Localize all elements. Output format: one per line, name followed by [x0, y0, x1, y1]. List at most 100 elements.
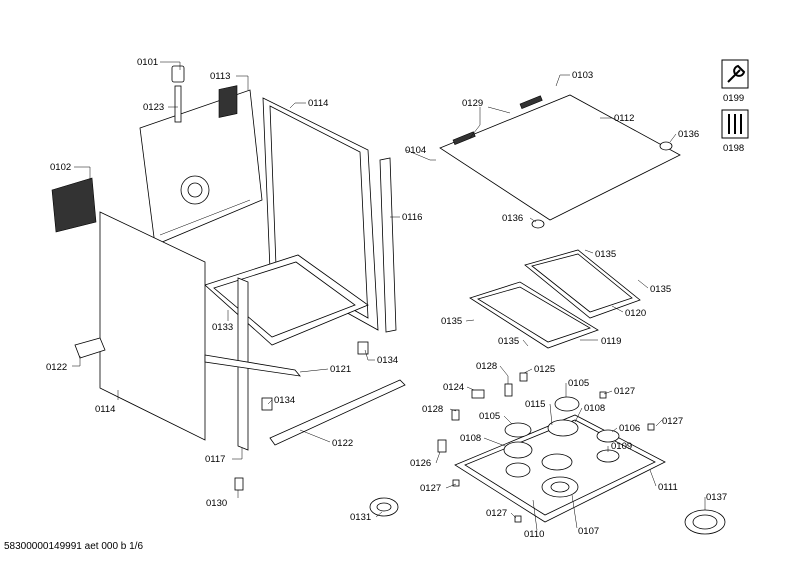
bracket-0124	[471, 389, 485, 399]
vent-0102	[51, 177, 97, 233]
bracket-0126	[437, 439, 447, 453]
clip-0127-d	[514, 515, 522, 523]
label-0135-b: 0135	[650, 284, 671, 295]
label-0123: 0123	[143, 102, 164, 113]
bracket-0128-b	[451, 409, 460, 421]
label-0105-a: 0105	[568, 378, 589, 389]
burner-0108-b	[503, 441, 533, 459]
burner-0115	[541, 453, 573, 471]
label-0128-a: 0128	[476, 361, 497, 372]
label-0129: 0129	[462, 98, 483, 109]
label-0135-c: 0135	[441, 316, 462, 327]
burner-0107-center	[550, 481, 570, 493]
label-0122-left: 0122	[46, 362, 67, 373]
clip-0134-b	[261, 397, 273, 411]
label-0127-c: 0127	[420, 483, 441, 494]
label-0127-d: 0127	[486, 508, 507, 519]
label-0124: 0124	[443, 382, 464, 393]
label-0136-b: 0136	[502, 213, 523, 224]
label-0121: 0121	[330, 364, 351, 375]
back-panel-window	[218, 85, 238, 118]
part-labels: 0101 0113 0123 0114 0102 0116 0133 0122 …	[46, 57, 744, 540]
gasket-0131-inner	[376, 502, 392, 512]
label-0130: 0130	[206, 498, 227, 509]
cap-0101	[171, 65, 185, 83]
label-0134-a: 0134	[377, 355, 398, 366]
label-0116: 0116	[402, 212, 422, 223]
leader-lines	[72, 61, 706, 531]
side-rail	[379, 157, 397, 333]
wrench-icon	[721, 59, 749, 89]
tools-icon	[721, 109, 749, 139]
label-0127-b: 0127	[662, 416, 683, 427]
burner-0105-b	[504, 422, 532, 438]
hob-group	[437, 94, 726, 535]
label-0105-b: 0105	[479, 411, 500, 422]
back-panel	[139, 89, 263, 246]
label-0136-a: 0136	[678, 129, 699, 140]
label-0102: 0102	[50, 162, 71, 173]
pan-support-0120-inner	[531, 253, 633, 313]
hinge-0129-a	[452, 131, 476, 146]
label-0112: 0112	[614, 113, 634, 124]
bottom-tray-inner	[213, 261, 356, 338]
label-0104: 0104	[405, 145, 426, 156]
clip-0127-b	[647, 423, 655, 431]
label-0122-right: 0122	[332, 438, 353, 449]
burner-0105-a	[554, 396, 580, 412]
label-0113: 0113	[210, 71, 230, 82]
pan-support-0119-inner	[477, 286, 591, 343]
burner-0110	[505, 462, 531, 478]
label-0110: 0110	[524, 529, 544, 540]
label-0127-a: 0127	[614, 386, 635, 397]
label-0109: 0109	[611, 441, 632, 452]
buffer-0136-b	[531, 219, 545, 229]
buffer-0136-a	[659, 141, 673, 151]
label-0131: 0131	[350, 512, 371, 523]
hinge-0129-b	[519, 95, 543, 110]
burner-0108-a	[547, 419, 579, 437]
label-0198: 0198	[723, 143, 744, 154]
label-0125: 0125	[534, 364, 555, 375]
label-0111: 0111	[658, 482, 678, 493]
label-0101: 0101	[137, 57, 158, 68]
label-0108-b: 0108	[460, 433, 481, 444]
clip-0127-a	[599, 391, 607, 399]
bracket-0125	[519, 372, 528, 382]
label-0114-top: 0114	[308, 98, 328, 109]
label-0117: 0117	[205, 454, 225, 465]
hob-lid	[439, 94, 681, 221]
front-rail	[269, 379, 406, 446]
label-0199: 0199	[723, 93, 744, 104]
back-panel-fan-hub	[187, 182, 203, 198]
document-id-footer: 58300000149991 aet 000 b 1/6	[4, 541, 144, 552]
spring-0123	[174, 85, 182, 123]
clip-0134-a	[357, 341, 369, 355]
label-0120: 0120	[625, 308, 646, 319]
back-panel-rail	[159, 199, 251, 236]
label-0135-d: 0135	[498, 336, 519, 347]
label-0114-bottom: 0114	[95, 404, 115, 415]
label-0135-a: 0135	[595, 249, 616, 260]
label-0128-b: 0128	[422, 404, 443, 415]
label-0119: 0119	[601, 336, 621, 347]
side-panel-left	[99, 211, 206, 441]
bracket-0128-a	[504, 383, 513, 397]
left-bracket	[74, 337, 106, 359]
middle-rail	[204, 354, 301, 377]
cabinet-group	[51, 65, 406, 517]
label-0107: 0107	[578, 526, 599, 537]
clip-0127-c	[452, 479, 460, 487]
label-0103: 0103	[572, 70, 593, 81]
burner-0106	[596, 429, 620, 443]
label-0137: 0137	[706, 492, 727, 503]
label-0126: 0126	[410, 458, 431, 469]
label-0108-a: 0108	[584, 403, 605, 414]
label-0133: 0133	[212, 322, 233, 333]
label-0115: 0115	[525, 399, 545, 410]
label-0106: 0106	[619, 423, 640, 434]
foot-0130	[234, 477, 244, 491]
ring-0137-inner	[692, 514, 718, 530]
label-0134-b: 0134	[274, 395, 295, 406]
